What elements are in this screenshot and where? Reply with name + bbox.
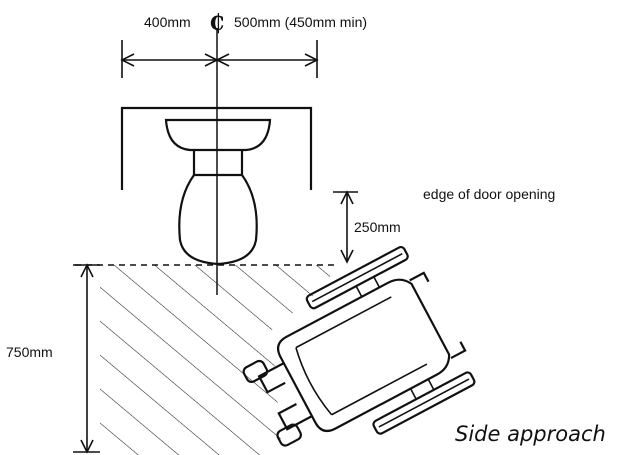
wheelchair — [242, 245, 476, 447]
centerline-symbol: ₵ — [209, 10, 224, 36]
left-width-label: 400mm — [144, 14, 191, 30]
door-edge-label: edge of door opening — [423, 186, 555, 202]
width-dimension — [120, 40, 319, 78]
diagram-title: Side approach — [455, 422, 606, 446]
right-width-label: 500mm (450mm min) — [234, 14, 367, 30]
transfer-zone-hatching — [100, 265, 330, 455]
wc-pan-neck — [192, 150, 244, 175]
door-offset-label: 250mm — [354, 219, 401, 235]
door-offset-dimension — [333, 190, 358, 264]
wc-pan — [178, 173, 258, 266]
depth-label: 750mm — [6, 344, 53, 360]
cistern — [164, 118, 272, 152]
depth-dimension — [73, 263, 100, 454]
